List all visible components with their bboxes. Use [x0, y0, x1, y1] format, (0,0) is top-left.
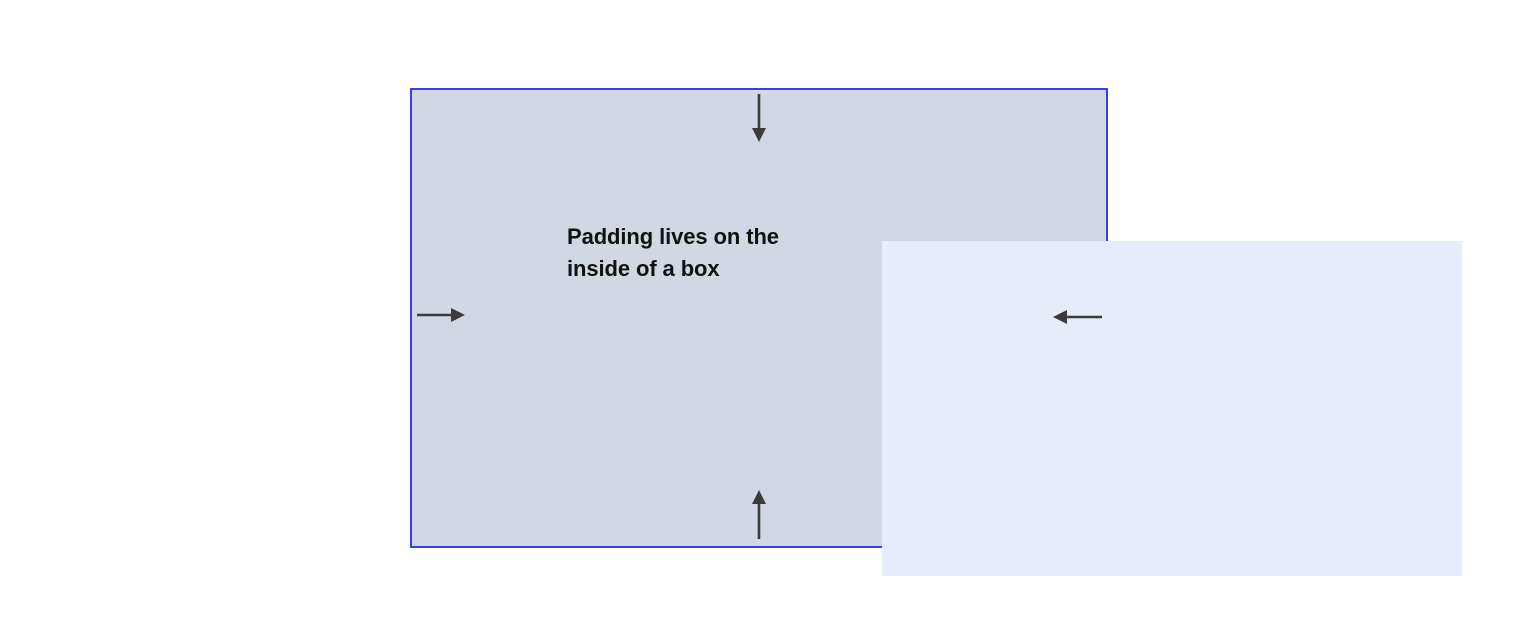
arrow-left-icon: [1051, 304, 1103, 330]
arrow-down-icon: [744, 92, 774, 144]
content-label: Padding lives on the inside of a box: [567, 224, 779, 281]
arrow-right-icon: [414, 302, 466, 328]
content-area-box: [882, 241, 1462, 576]
padding-area-box: Padding lives on the inside of a box: [410, 88, 1462, 576]
arrow-up-icon: [744, 488, 774, 540]
